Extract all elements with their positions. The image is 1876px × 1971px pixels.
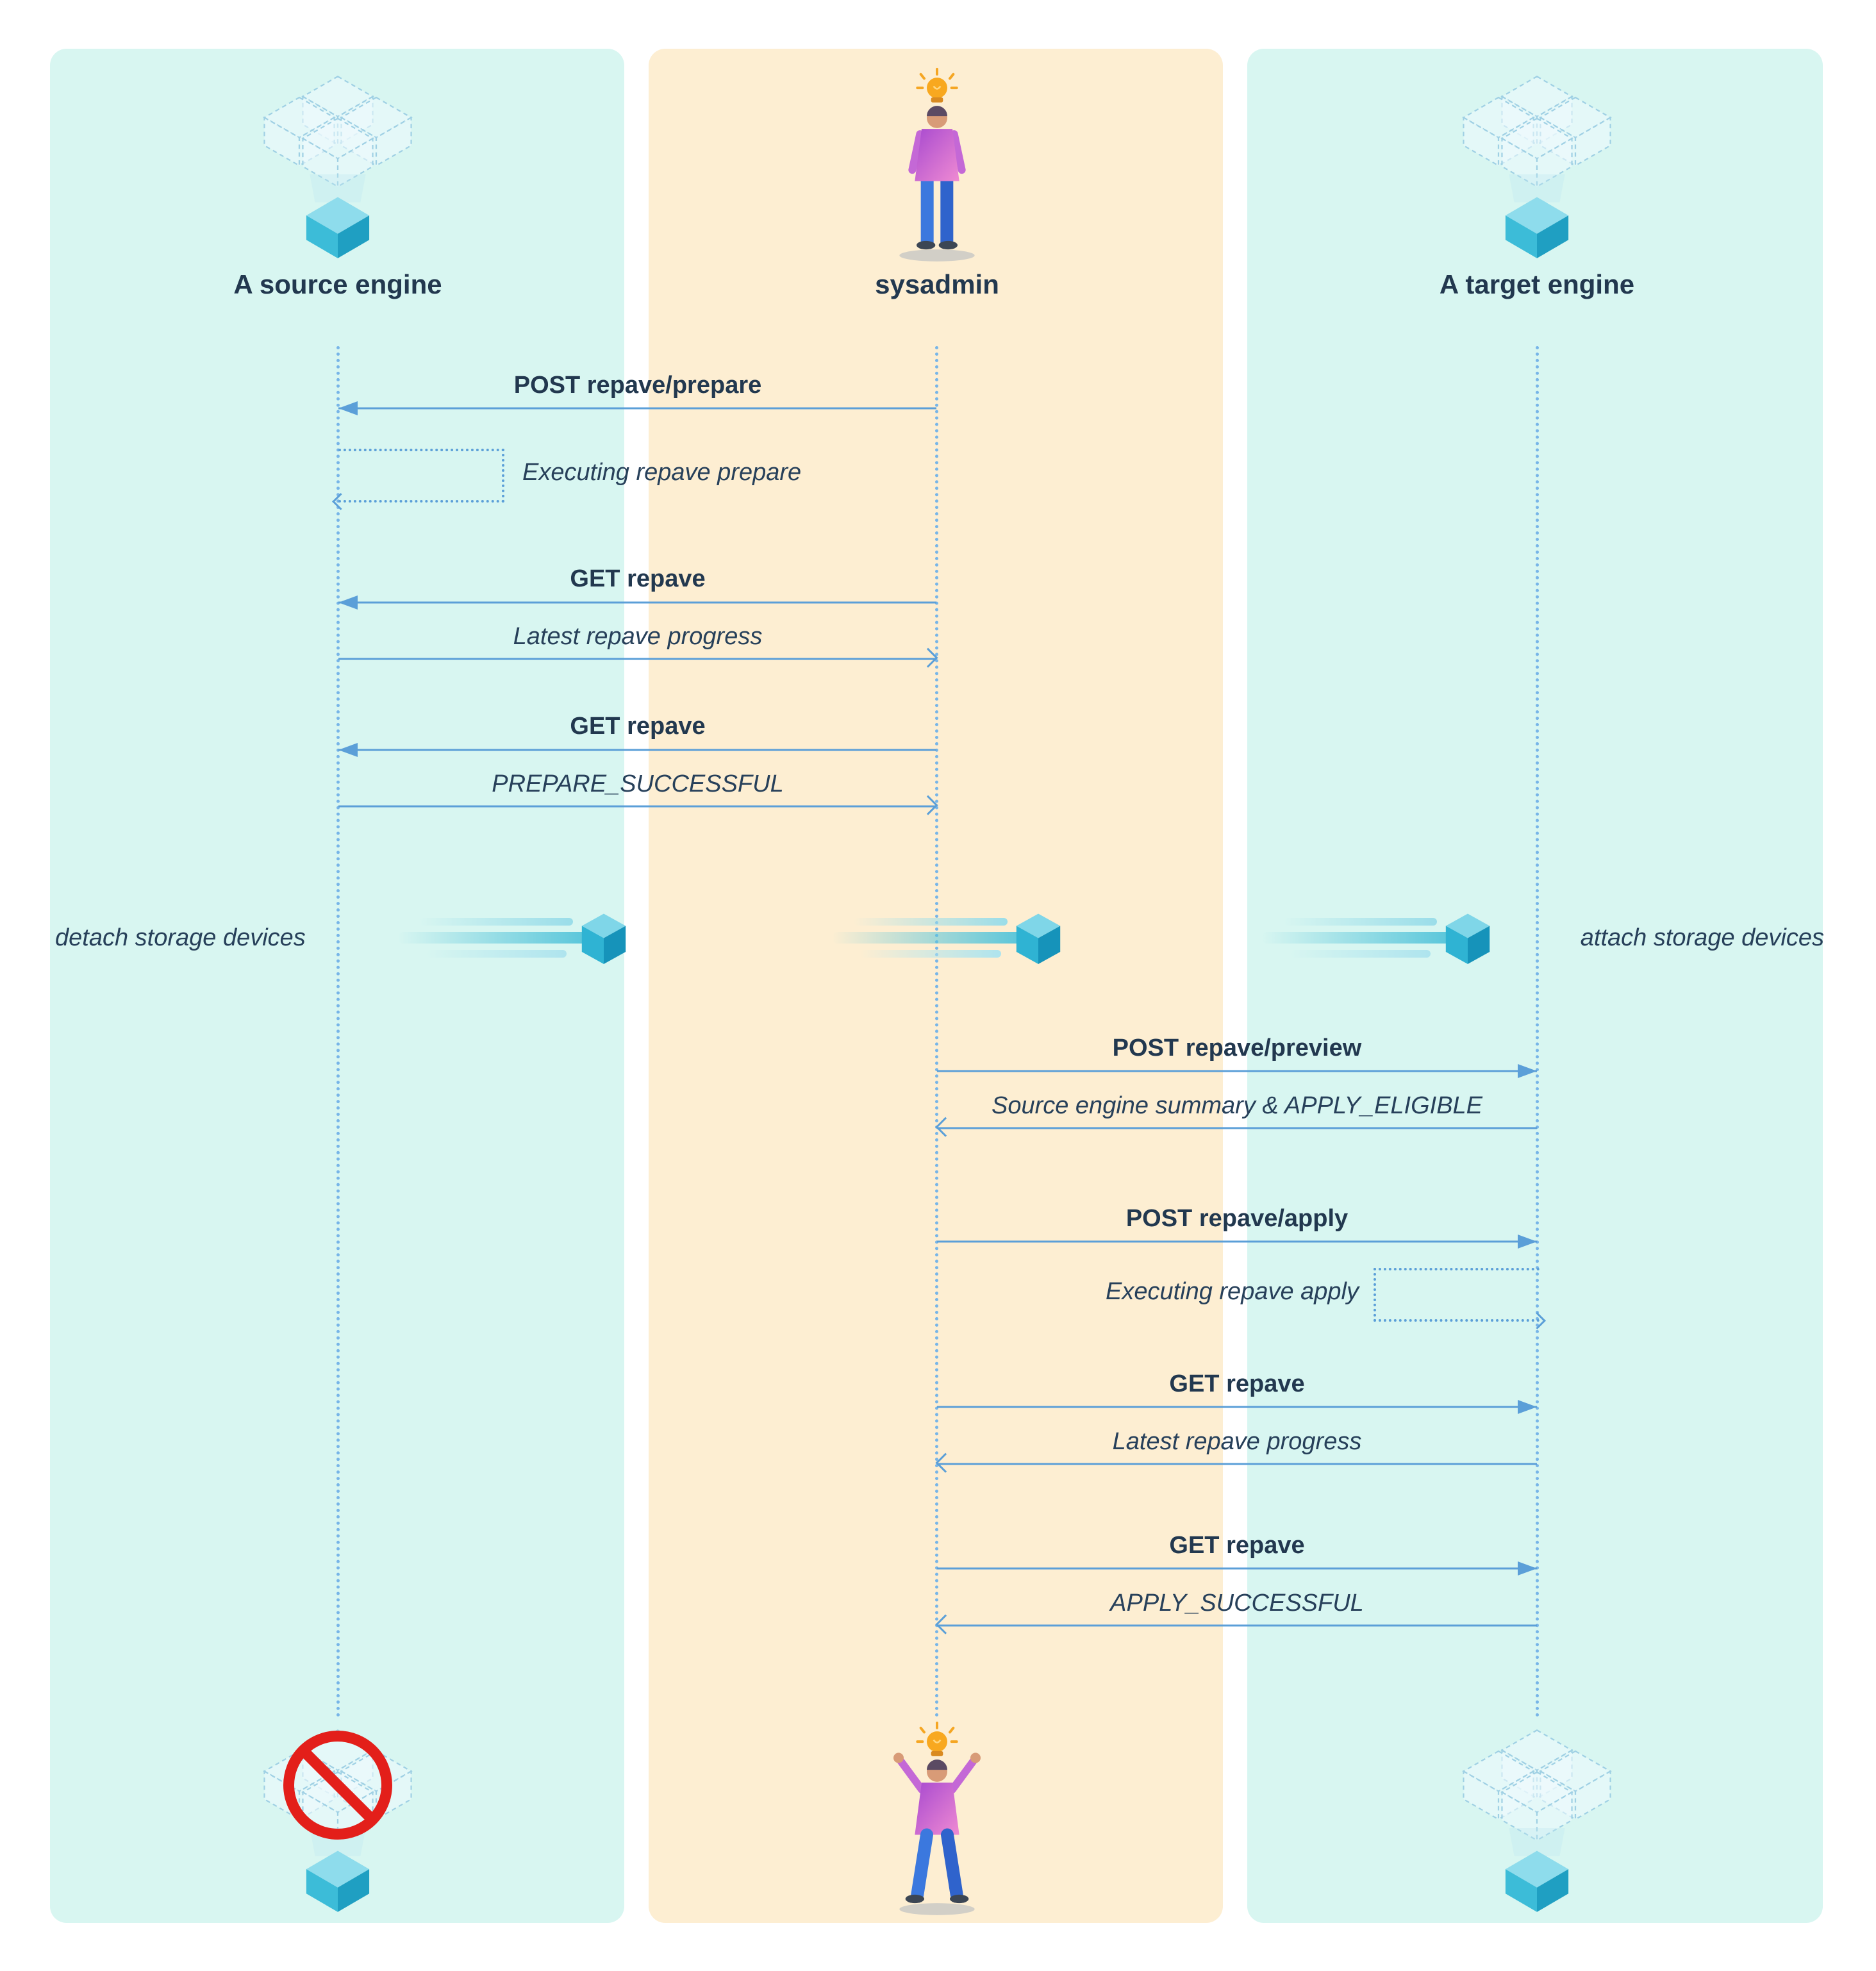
motion-streak: [1283, 918, 1437, 926]
message-label-post-prepare: POST repave/prepare: [513, 372, 762, 399]
motion-streak: [832, 932, 1024, 944]
prohibition-slash: [303, 1750, 373, 1820]
motion-streak: [854, 918, 1008, 926]
message-arrow-summary-eligible: [935, 1117, 1537, 1137]
message-arrow-progress-1: [338, 647, 938, 668]
self-loop-prepare: [332, 449, 504, 510]
arrow-line: [937, 1463, 1537, 1465]
arrow-line: [338, 749, 936, 751]
target-engine-running-icon: [1441, 1718, 1633, 1919]
message-label-apply-successful: APPLY_SUCCESSFUL: [1110, 1590, 1364, 1617]
storage-cube-transfer-target: [1249, 913, 1492, 967]
message-label-prepare-successful: PREPARE_SUCCESSFUL: [492, 770, 784, 797]
message-arrow-apply-successful: [935, 1614, 1537, 1634]
arrow-line: [338, 601, 936, 604]
arrowhead: [338, 743, 358, 757]
prohibition-icon: [283, 1731, 392, 1840]
target-engine-icon: [1441, 64, 1633, 265]
message-label-get-repave-2: GET repave: [570, 713, 706, 740]
message-label-executing-prepare: Executing repave prepare: [522, 459, 802, 486]
motion-streak: [397, 932, 590, 944]
storage-cube-transfer-middle: [819, 913, 1063, 967]
arrow-line: [937, 1624, 1537, 1627]
lifeline-sysadmin: [935, 346, 938, 1718]
self-loop-apply: [1374, 1268, 1546, 1329]
motion-streak: [1290, 950, 1431, 958]
arrow-line: [937, 1240, 1537, 1243]
sysadmin-celebrating-icon: [873, 1721, 1001, 1918]
arrow-line: [338, 407, 936, 410]
arrowhead: [1518, 1235, 1537, 1249]
message-label-get-repave-1: GET repave: [570, 565, 706, 592]
motion-streak: [419, 918, 573, 926]
arrow-line: [937, 1127, 1537, 1129]
arrow-line: [937, 1567, 1537, 1570]
message-label-progress-1: Latest repave progress: [513, 623, 763, 650]
message-arrow-progress-2: [935, 1452, 1537, 1473]
message-label-summary-eligible: Source engine summary & APPLY_ELIGIBLE: [991, 1092, 1483, 1119]
motion-streak: [426, 950, 567, 958]
message-label-progress-2: Latest repave progress: [1112, 1428, 1362, 1455]
source-engine-label: A source engine: [233, 269, 442, 299]
message-label-get-repave-4: GET repave: [1169, 1532, 1305, 1559]
arrow-line: [937, 1070, 1537, 1072]
message-arrow-get-repave-4: [937, 1561, 1537, 1576]
message-label-executing-apply: Executing repave apply: [1105, 1278, 1359, 1305]
arrow-line: [338, 658, 936, 660]
arrowhead: [1518, 1561, 1537, 1576]
arrowhead: [935, 1117, 956, 1137]
arrowhead: [338, 595, 358, 610]
message-arrow-get-repave-2: [338, 742, 936, 758]
arrowhead: [918, 647, 938, 668]
arrowhead: [935, 1452, 956, 1473]
arrowhead: [935, 1614, 956, 1634]
target-engine-label: A target engine: [1439, 269, 1635, 299]
storage-cube-icon: [1443, 913, 1492, 967]
message-arrow-post-preview: [937, 1063, 1537, 1079]
lane-target-engine: [1247, 49, 1823, 1923]
message-arrow-post-apply: [937, 1234, 1537, 1249]
motion-streak: [860, 950, 1001, 958]
lifeline-target: [1536, 346, 1539, 1718]
message-label-post-apply: POST repave/apply: [1125, 1205, 1349, 1232]
message-arrow-post-prepare: [338, 401, 936, 416]
message-label-post-preview: POST repave/preview: [1112, 1035, 1362, 1061]
motion-streak: [1261, 932, 1454, 944]
arrowhead: [918, 795, 938, 815]
message-arrow-get-repave-3: [937, 1399, 1537, 1415]
sysadmin-icon: [873, 67, 1001, 264]
message-label-get-repave-3: GET repave: [1169, 1370, 1305, 1397]
lifeline-source: [336, 346, 340, 1718]
arrowhead: [1518, 1064, 1537, 1078]
detach-storage-annotation: detach storage devices: [55, 924, 306, 951]
sysadmin-label: sysadmin: [875, 269, 999, 299]
message-arrow-prepare-successful: [338, 795, 938, 815]
attach-storage-annotation: attach storage devices: [1580, 924, 1824, 951]
storage-cube-transfer-source: [385, 913, 628, 967]
storage-cube-icon: [1014, 913, 1063, 967]
arrow-line: [937, 1406, 1537, 1408]
arrow-line: [338, 805, 936, 808]
arrowhead: [1518, 1400, 1537, 1414]
source-engine-icon: [242, 64, 434, 265]
arrowhead: [338, 401, 358, 415]
message-arrow-get-repave-1: [338, 595, 936, 610]
storage-cube-icon: [579, 913, 628, 967]
